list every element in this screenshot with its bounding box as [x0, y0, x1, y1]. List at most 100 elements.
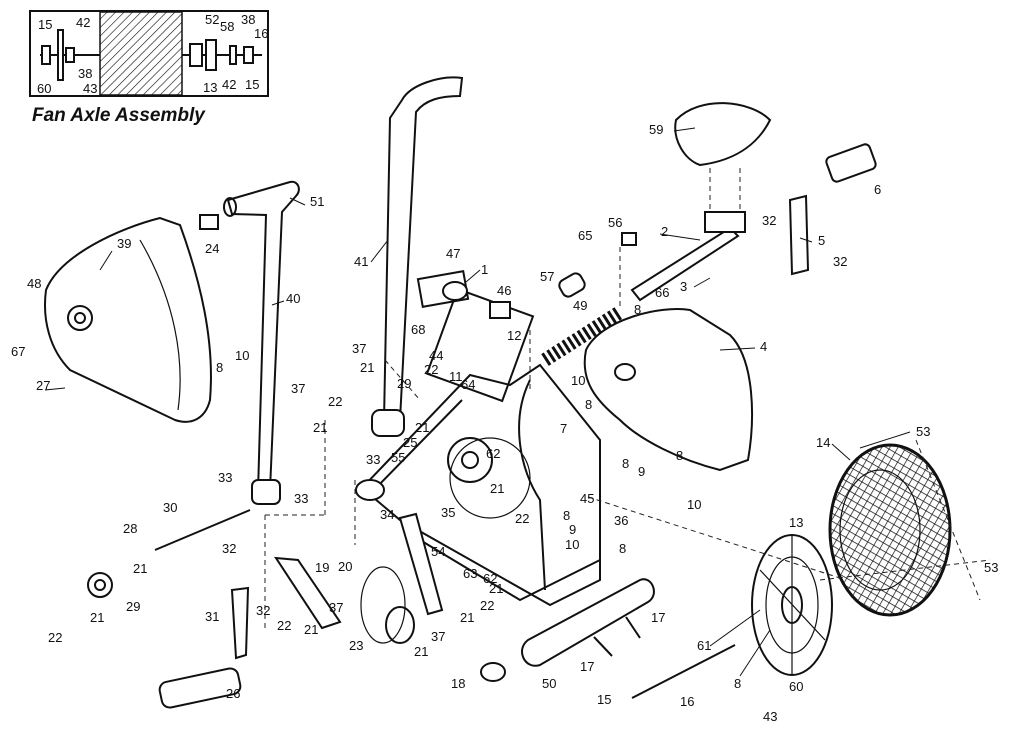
- part-label-57: 57: [540, 269, 554, 284]
- part-label-8e: 8: [622, 456, 629, 471]
- part-label-8c: 8: [585, 397, 592, 412]
- part-label-45: 45: [580, 491, 594, 506]
- part-label-55: 55: [391, 450, 405, 465]
- part-label-8d: 8: [676, 448, 683, 463]
- inset-left-nut: [41, 45, 51, 65]
- part-label-54: 54: [431, 544, 445, 559]
- part-label-59: 59: [649, 122, 663, 137]
- part-label-22a: 22: [48, 630, 62, 645]
- part-label-21j: 21: [414, 644, 428, 659]
- part-label-9a: 9: [638, 464, 645, 479]
- part-label-5: 5: [818, 233, 825, 248]
- fan-guard: [828, 443, 952, 617]
- inset-label-43: 43: [83, 81, 97, 96]
- inset-left-bearing: [65, 47, 75, 63]
- inset-hub-section: [99, 11, 183, 96]
- part-label-6: 6: [874, 182, 881, 197]
- part-label-32a: 32: [222, 541, 236, 556]
- part-label-22d: 22: [515, 511, 529, 526]
- part-label-48: 48: [27, 276, 41, 291]
- part-label-53b: 53: [984, 560, 998, 575]
- left-lower-parts: [87, 509, 444, 709]
- part-label-29a: 29: [126, 599, 140, 614]
- part-label-2: 2: [661, 224, 668, 239]
- part-label-18: 18: [451, 676, 465, 691]
- part-label-4: 4: [760, 339, 767, 354]
- part-labels: 1 2 3 4 5 6 7 8 8 8 8 8 8 8 8 9 9 10 10 …: [11, 122, 998, 724]
- misc-small-parts: [199, 214, 637, 319]
- part-label-21h: 21: [460, 610, 474, 625]
- part-label-43: 43: [763, 709, 777, 724]
- inset-label-13: 13: [203, 80, 217, 95]
- part-label-24: 24: [205, 241, 219, 256]
- part-label-66: 66: [655, 285, 669, 300]
- rear-stabilizer: [480, 578, 655, 682]
- part-label-3: 3: [680, 279, 687, 294]
- part-label-64: 64: [461, 377, 475, 392]
- part-label-33c: 33: [366, 452, 380, 467]
- left-handlebar-arm: [223, 180, 300, 505]
- part-label-8h: 8: [734, 676, 741, 691]
- part-label-34: 34: [380, 507, 394, 522]
- part-label-21c: 21: [360, 360, 374, 375]
- part-label-51: 51: [310, 194, 324, 209]
- inset-label-15b: 15: [245, 77, 259, 92]
- right-chain-guard: [583, 308, 753, 472]
- inset-right-bearing: [229, 45, 237, 65]
- inset-right-nut: [243, 46, 254, 64]
- part-label-13: 13: [789, 515, 803, 530]
- inset-label-15a: 15: [38, 17, 52, 32]
- part-label-10b: 10: [571, 373, 585, 388]
- part-label-32d: 32: [833, 254, 847, 269]
- part-label-11: 11: [449, 369, 463, 384]
- part-label-1: 1: [481, 262, 488, 277]
- part-label-26: 26: [226, 686, 240, 701]
- fan-axle-parts: [593, 616, 736, 699]
- part-label-40: 40: [286, 291, 300, 306]
- part-label-17b: 17: [580, 659, 594, 674]
- part-label-14: 14: [816, 435, 830, 450]
- seat-assembly: [630, 102, 772, 302]
- fan-axle-inset: 15 42 38 60 43 52 58 38 16 42 15 13 Fan …: [29, 10, 269, 126]
- inset-label-42a: 42: [76, 15, 90, 30]
- part-label-15: 15: [597, 692, 611, 707]
- part-label-21b: 21: [90, 610, 104, 625]
- inset-left-washer: [57, 29, 64, 81]
- part-label-32c: 32: [762, 213, 776, 228]
- part-label-10c: 10: [687, 497, 701, 512]
- part-label-37c: 37: [329, 600, 343, 615]
- part-label-37b: 37: [352, 341, 366, 356]
- part-label-67: 67: [11, 344, 25, 359]
- inset-label-38a: 38: [78, 66, 92, 81]
- part-label-21f: 21: [490, 481, 504, 496]
- fan-wheel: [751, 534, 833, 676]
- inset-frame: [29, 10, 269, 97]
- inset-label-38b: 38: [241, 12, 255, 27]
- inset-cone: [189, 43, 203, 67]
- inset-label-42b: 42: [222, 77, 236, 92]
- part-label-21d: 21: [313, 420, 327, 435]
- part-label-21a: 21: [133, 561, 147, 576]
- inset-title: Fan Axle Assembly: [32, 105, 206, 126]
- part-label-35: 35: [441, 505, 455, 520]
- inset-label-16: 16: [254, 26, 268, 41]
- part-label-22b: 22: [328, 394, 342, 409]
- part-label-25: 25: [403, 435, 417, 450]
- inset-label-58: 58: [220, 19, 234, 34]
- part-label-37d: 37: [431, 629, 445, 644]
- part-label-62a: 62: [486, 446, 500, 461]
- part-label-44: 44: [429, 348, 443, 363]
- part-label-62b: 62: [483, 571, 497, 586]
- part-label-65: 65: [578, 228, 592, 243]
- part-label-8a: 8: [216, 360, 223, 375]
- part-label-53a: 53: [916, 424, 930, 439]
- part-label-21g: 21: [489, 581, 503, 596]
- part-label-41: 41: [354, 254, 368, 269]
- part-label-46: 46: [497, 283, 511, 298]
- part-label-12: 12: [507, 328, 521, 343]
- part-label-10d: 10: [565, 537, 579, 552]
- part-label-36: 36: [614, 513, 628, 528]
- part-label-8f: 8: [563, 508, 570, 523]
- crank-assembly: [447, 437, 531, 519]
